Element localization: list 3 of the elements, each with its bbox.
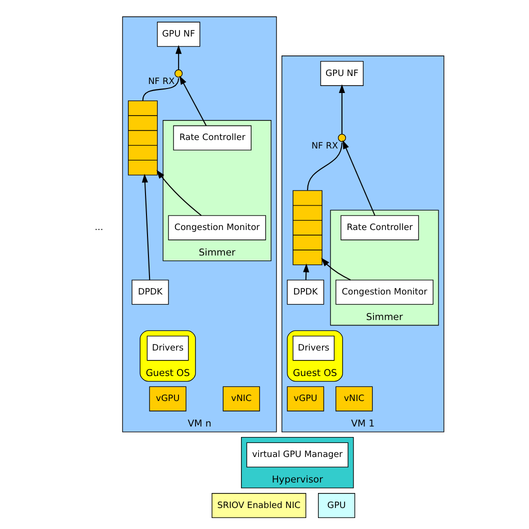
label: ...: [94, 223, 103, 234]
node-label: NF RX: [148, 77, 174, 88]
node-label: NF RX: [311, 142, 338, 152]
